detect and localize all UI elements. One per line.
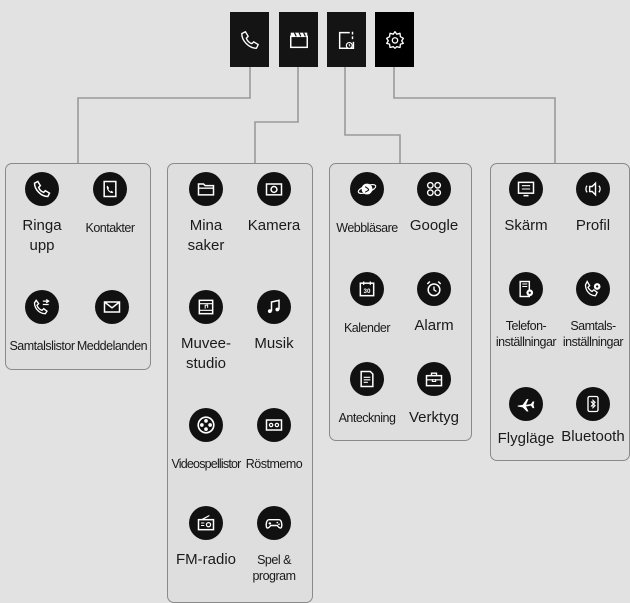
menu-item-contacts[interactable]: Kontakter [72, 172, 148, 236]
menu-item-call-logs[interactable]: Samtalslistor [4, 290, 80, 354]
phone-icon [240, 30, 259, 49]
menu-item-tools[interactable]: Verktyg [396, 362, 472, 428]
menu-item-alarm[interactable]: Alarm [396, 272, 472, 336]
menu-item-label: Kontakter [85, 221, 135, 235]
phone-icon [25, 172, 59, 206]
film-reel-icon [189, 408, 223, 442]
music-note-icon [257, 290, 291, 324]
panel-media: Mina saker Kamera Muvee- studio Musik Vi… [167, 163, 313, 603]
menu-item-phone-settings[interactable]: Telefon- inställningar [488, 272, 564, 351]
gear-icon [385, 30, 404, 49]
menu-item-muvee-studio[interactable]: Muvee- studio [168, 290, 244, 373]
globe-icon [350, 172, 384, 206]
menu-item-games-apps[interactable]: Spel & program [236, 506, 312, 585]
alarm-clock-icon [417, 272, 451, 306]
toolbox-icon [417, 362, 451, 396]
menu-item-label: Meddelanden [76, 339, 148, 353]
menu-item-label: Bluetooth [561, 428, 625, 445]
menu-item-label: Anteckning [338, 411, 396, 425]
menu-item-bluetooth[interactable]: Bluetooth [555, 387, 630, 447]
menu-item-label: FM-radio [175, 551, 236, 568]
film-frame-icon [189, 290, 223, 324]
menu-item-fm-radio[interactable]: FM-radio [168, 506, 244, 570]
menu-item-messages[interactable]: Meddelanden [74, 290, 150, 354]
camera-icon [257, 172, 291, 206]
menu-item-notes[interactable]: Anteckning [329, 362, 405, 426]
menu-item-label: Videospellistor [171, 457, 241, 471]
tab-settings[interactable] [375, 12, 414, 67]
gamepad-icon [257, 506, 291, 540]
menu-item-music[interactable]: Musik [236, 290, 312, 354]
call-log-icon [25, 290, 59, 324]
menu-item-label: Mina saker [187, 217, 225, 254]
menu-item-video-playlists[interactable]: Videospellistor [168, 408, 244, 472]
panel-settings: Skärm Profil Telefon- inställningar Samt… [490, 163, 630, 461]
speaker-icon [576, 172, 610, 206]
panel-calls: Ringa upp Kontakter Samtalslistor Meddel… [5, 163, 151, 370]
tab-calls[interactable] [230, 12, 269, 67]
call-settings-icon [576, 272, 610, 306]
menu-item-label: Flygläge [497, 430, 555, 447]
menu-item-label: Kalender [343, 321, 391, 335]
calendar-icon: 30 [350, 272, 384, 306]
menu-item-profile[interactable]: Profil [555, 172, 630, 236]
menu-item-label: Ringa upp [22, 217, 62, 254]
menu-item-label: Samtalslistor [9, 339, 75, 353]
tab-organiser[interactable] [327, 12, 366, 67]
menu-item-label: Google [409, 217, 459, 234]
menu-item-display[interactable]: Skärm [488, 172, 564, 236]
menu-item-call-settings[interactable]: Samtals- inställningar [555, 272, 630, 351]
menu-item-label: Spel & program [252, 553, 296, 584]
menu-item-label: Muvee- studio [180, 335, 232, 372]
google-icon [417, 172, 451, 206]
note-icon [350, 362, 384, 396]
tab-media[interactable] [279, 12, 318, 67]
menu-item-label: Skärm [504, 217, 548, 234]
menu-item-my-stuff[interactable]: Mina saker [168, 172, 244, 255]
menu-item-label: Musik [254, 335, 294, 352]
menu-item-google[interactable]: Google [396, 172, 472, 236]
menu-item-label: Kamera [247, 217, 301, 234]
menu-item-calendar[interactable]: 30 Kalender [329, 272, 405, 336]
document-clock-icon [338, 31, 354, 49]
menu-item-voice-recorder[interactable]: Röstmemo [236, 408, 312, 472]
menu-item-label: Webbläsare [336, 221, 398, 235]
folder-icon [189, 172, 223, 206]
radio-icon [189, 506, 223, 540]
menu-item-camera[interactable]: Kamera [236, 172, 312, 236]
bluetooth-icon [576, 387, 610, 421]
cassette-icon [257, 408, 291, 442]
contacts-book-icon [93, 172, 127, 206]
phone-settings-icon [509, 272, 543, 306]
menu-item-label: Verktyg [408, 409, 460, 426]
airplane-icon [509, 387, 543, 421]
menu-item-label: Profil [575, 217, 611, 234]
svg-text:30: 30 [364, 288, 371, 295]
menu-item-label: Telefon- inställningar [495, 319, 557, 350]
menu-item-flight-mode[interactable]: Flygläge [488, 387, 564, 449]
menu-item-label: Röstmemo [245, 457, 303, 471]
screen-icon [509, 172, 543, 206]
envelope-icon [95, 290, 129, 324]
menu-item-label: Samtals- inställningar [562, 319, 624, 350]
menu-item-browser[interactable]: Webbläsare [329, 172, 405, 236]
clapperboard-icon [289, 31, 308, 48]
panel-organiser: Webbläsare Google 30 Kalender Alarm Ante… [329, 163, 472, 441]
menu-item-label: Alarm [414, 317, 454, 334]
menu-item-dial[interactable]: Ringa upp [4, 172, 80, 255]
